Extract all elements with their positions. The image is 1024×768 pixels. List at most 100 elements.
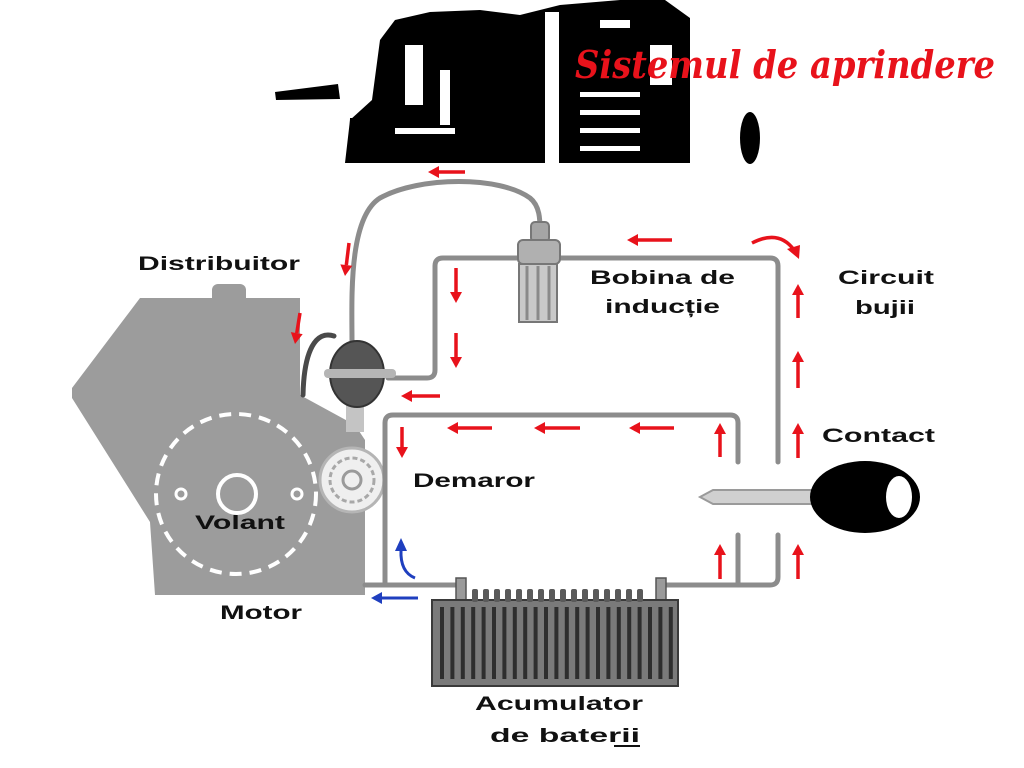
flywheel-bolt: [174, 487, 188, 501]
starter-pinion-ring: [328, 456, 376, 504]
battery-plate: [544, 607, 548, 679]
coil-to-distributor-wire: [385, 255, 521, 381]
battery-cell-cap: [593, 589, 599, 602]
arrow-head: [450, 292, 462, 303]
battery-cell-cap: [472, 589, 478, 602]
label-coil-line1: Bobina de: [590, 268, 735, 289]
arrow-head: [629, 422, 640, 434]
battery-cell-cap: [560, 589, 566, 602]
red-current-arrow: [447, 422, 492, 434]
battery-cell-cap: [571, 589, 577, 602]
red-current-arrow: [450, 268, 462, 303]
engine-photo-grille-line: [580, 110, 640, 115]
battery-plate: [658, 607, 663, 679]
red-current-arrow: [534, 422, 580, 434]
engine-photo-highlight: [650, 45, 672, 85]
battery-plate: [668, 607, 673, 679]
red-current-arrow: [290, 312, 303, 344]
red-current-arrow: [428, 166, 465, 178]
battery-cell-cap: [637, 589, 643, 602]
battery-cell-cap: [516, 589, 522, 602]
red-current-arrow: [792, 544, 804, 579]
battery-plate: [533, 607, 538, 679]
label-spark-circuit-line1: Circuit: [838, 268, 935, 289]
battery-cell-cap: [505, 589, 511, 602]
battery-plate: [564, 607, 569, 679]
arrow-head: [450, 357, 462, 368]
engine-photo-highlight: [405, 45, 423, 105]
inner-circuit-wire: [382, 412, 741, 588]
outer-circuit-wire: [553, 255, 781, 465]
engine-block-body: [72, 298, 365, 595]
red-current-arrow: [627, 234, 672, 246]
battery-plate: [471, 607, 476, 679]
blue-starter-arrow: [371, 592, 418, 604]
red-current-arrow: [792, 351, 804, 388]
battery-cell-cap: [549, 589, 555, 602]
engine-photo-fragment: [275, 84, 340, 100]
arrow-head: [792, 351, 804, 362]
battery-plate: [440, 607, 444, 679]
battery-plate: [554, 607, 559, 679]
label-starter: Demaror: [413, 471, 536, 492]
label-battery-line2: de baterii: [490, 726, 640, 747]
engine-photo: [275, 0, 760, 164]
key-blade: [697, 489, 819, 505]
label-engine: Motor: [220, 603, 303, 624]
slide-title: Sistemul de aprindere: [575, 42, 995, 87]
battery-cell-cap: [494, 589, 500, 602]
ignition-key: [697, 461, 920, 533]
label-flywheel: Volant: [195, 513, 286, 534]
current-flow-arrows: [290, 166, 804, 604]
coil-cap: [517, 239, 561, 265]
wiring: [300, 179, 781, 588]
label-contact: Contact: [822, 426, 936, 447]
red-current-arrow: [340, 242, 353, 276]
starter-pinion: [318, 446, 386, 514]
arrow-head: [792, 544, 804, 555]
arrow-head: [396, 447, 408, 458]
battery-plate: [460, 607, 465, 679]
battery-plate: [523, 607, 528, 679]
red-current-arrow: [792, 423, 804, 458]
engine-photo-grille-line: [580, 92, 640, 97]
arrow-head: [290, 332, 303, 344]
arrow-head: [340, 264, 353, 276]
arrow-head: [627, 234, 638, 246]
flywheel-dashed-circle: [154, 412, 318, 576]
engine-photo-grille-line: [580, 128, 640, 133]
label-battery-line1: Acumulator: [475, 694, 644, 715]
red-current-arrow: [396, 427, 408, 458]
battery: [431, 577, 679, 687]
arrow-shaft: [295, 312, 302, 334]
battery-plate: [596, 607, 600, 679]
starter-pinion-center: [341, 469, 363, 491]
arrow-head: [792, 284, 804, 295]
high-tension-wire: [349, 179, 543, 345]
arrow-head: [714, 423, 726, 434]
battery-plate: [648, 607, 652, 679]
engine-photo-grille-line: [580, 146, 640, 151]
engine-photo-highlight: [545, 12, 559, 163]
battery-cell-cap: [483, 589, 489, 602]
curved-starter-arrow: [395, 538, 416, 580]
battery-plate: [637, 607, 642, 679]
battery-plate: [492, 607, 496, 679]
arrow-head: [401, 390, 412, 402]
battery-plate: [616, 607, 621, 679]
red-current-arrow: [714, 544, 726, 579]
arrow-head: [428, 166, 439, 178]
engine-block: [72, 284, 365, 595]
engine-photo-highlight: [440, 70, 450, 125]
curved-arrow-stroke: [399, 549, 416, 580]
flywheel-hub: [216, 473, 258, 515]
battery-terminal-positive: [655, 577, 667, 603]
battery-cell-cap: [582, 589, 588, 602]
label-distributor: Distribuitor: [138, 254, 301, 275]
arrow-head: [534, 422, 545, 434]
curved-arrow-stroke: [751, 235, 796, 252]
arrow-head: [714, 544, 726, 555]
battery-plate: [575, 607, 580, 679]
distributor: [324, 340, 396, 432]
curved-arrow-head: [395, 538, 407, 551]
